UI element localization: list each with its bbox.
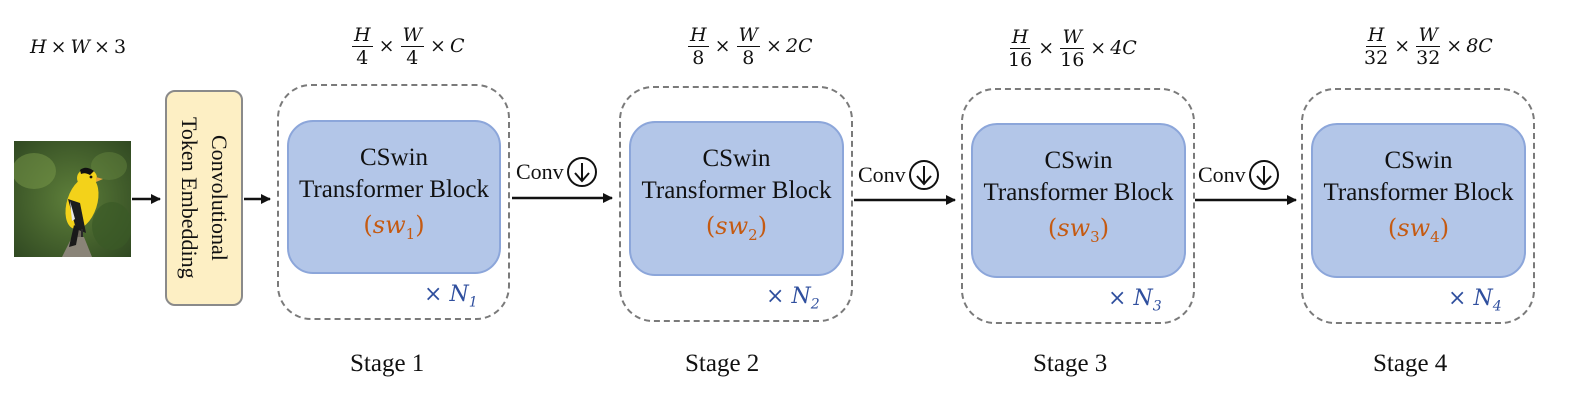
down-arrow-circle-icon <box>1248 160 1279 190</box>
stage1-repeat: × N1 <box>424 282 478 311</box>
stage3-stripe-width: (sw3) <box>1047 214 1110 246</box>
input-dimension-label: H×W×3 <box>30 36 127 58</box>
bird-photo-icon <box>14 141 131 257</box>
stage4-cswin-block: CSwin Transformer Block (sw4) <box>1311 123 1526 278</box>
down-arrow-circle-icon <box>566 157 597 187</box>
down-arrow-circle-icon <box>908 160 939 190</box>
input-dim-w: W <box>70 36 91 58</box>
stage2-cswin-block: CSwin Transformer Block (sw2) <box>629 121 844 276</box>
block-subtitle: Transformer Block <box>298 175 490 203</box>
input-dim-c: 3 <box>113 36 127 58</box>
stage4-label: Stage 4 <box>1373 350 1448 377</box>
stage2-frame <box>619 86 853 322</box>
block-title: CSwin <box>1044 147 1113 175</box>
block-title: CSwin <box>359 143 429 171</box>
stage1-cswin-block: CSwin Transformer Block (sw1) <box>287 120 501 274</box>
stage2-repeat: × N2 <box>766 284 820 313</box>
stage4-repeat: × N4 <box>1448 286 1502 315</box>
input-dim-h: H <box>30 36 47 58</box>
stage3-label: Stage 3 <box>1033 350 1108 377</box>
stage3-cswin-block: CSwin Transformer Block (sw3) <box>971 123 1186 278</box>
block-title: CSwin <box>1384 147 1453 175</box>
downsample-conv-1: Conv <box>516 156 598 188</box>
downsample-conv-2: Conv <box>858 159 940 191</box>
stage4-stripe-width: (sw4) <box>1387 214 1450 246</box>
block-subtitle: Transformer Block <box>641 177 832 205</box>
block-title: CSwin <box>702 145 771 173</box>
downsample-conv-3: Conv <box>1198 159 1280 191</box>
stage3-frame <box>961 88 1195 324</box>
stage3-repeat: × N3 <box>1108 286 1162 315</box>
stage1-frame <box>277 84 510 320</box>
stage1-stripe-width: (sw1) <box>363 210 425 243</box>
block-subtitle: Transformer Block <box>983 179 1174 207</box>
stage1-label: Stage 1 <box>350 350 425 377</box>
stage4-frame <box>1301 88 1535 324</box>
block-subtitle: Transformer Block <box>1323 179 1514 207</box>
stage2-label: Stage 2 <box>685 350 760 377</box>
stage2-stripe-width: (sw2) <box>705 212 768 244</box>
